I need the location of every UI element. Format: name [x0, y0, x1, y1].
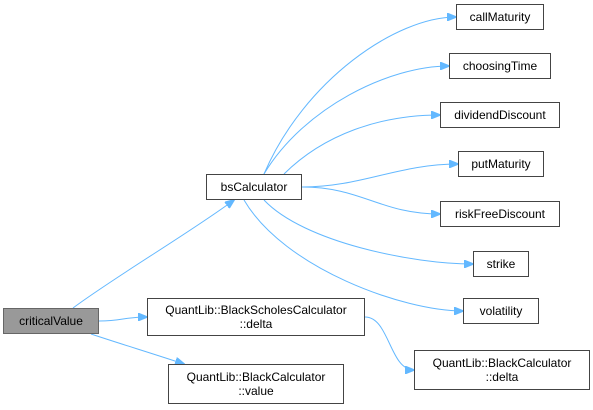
node-label: bsCalculator [220, 180, 288, 194]
node-label: riskFreeDiscount [454, 207, 546, 221]
node-label: choosingTime [462, 59, 538, 73]
node-volatility[interactable]: volatility [463, 298, 539, 324]
node-label-line2: ::value [238, 384, 274, 398]
node-label: putMaturity [471, 157, 531, 171]
edge-criticalValue-to-bsCalculator [72, 200, 234, 309]
node-strike[interactable]: strike [473, 251, 529, 277]
node-BlackScholesCalculator-delta[interactable]: QuantLib::BlackScholesCalculator ::delta [147, 298, 365, 336]
node-riskFreeDiscount[interactable]: riskFreeDiscount [440, 201, 560, 227]
node-label: criticalValue [19, 314, 83, 328]
edge-criticalValue-to-bcValue [90, 333, 184, 364]
node-BlackCalculator-value[interactable]: QuantLib::BlackCalculator ::value [168, 364, 344, 404]
node-label-line1: QuantLib::BlackScholesCalculator [165, 303, 347, 317]
edge-bsCalculator-to-strike [263, 199, 473, 264]
node-putMaturity[interactable]: putMaturity [458, 151, 544, 177]
edge-criticalValue-to-bsDelta [98, 317, 147, 322]
edge-bsDelta-to-bcDelta [364, 316, 414, 370]
edge-bsCalculator-to-choosingTime [263, 66, 449, 175]
node-criticalValue: criticalValue [3, 308, 99, 334]
node-label-line2: ::delta [239, 317, 273, 331]
node-dividendDiscount[interactable]: dividendDiscount [440, 102, 560, 128]
edge-bsCalculator-to-putMaturity [301, 164, 458, 188]
node-label-line1: QuantLib::BlackCalculator [432, 356, 572, 370]
node-label-line2: ::delta [485, 370, 519, 384]
node-BlackCalculator-delta[interactable]: QuantLib::BlackCalculator ::delta [414, 350, 590, 390]
edge-bsCalculator-to-volatility [243, 199, 463, 311]
edge-bsCalculator-to-riskFreeDiscount [301, 186, 440, 214]
node-label: dividendDiscount [454, 108, 546, 122]
node-label-line1: QuantLib::BlackCalculator [186, 370, 326, 384]
edge-bsCalculator-to-callMaturity [263, 17, 456, 175]
node-label: callMaturity [469, 10, 531, 24]
node-label: volatility [479, 304, 523, 318]
node-callMaturity[interactable]: callMaturity [456, 4, 544, 30]
edge-bsCalculator-to-dividendDiscount [283, 115, 440, 175]
node-label: strike [486, 257, 516, 271]
node-choosingTime[interactable]: choosingTime [449, 53, 551, 79]
node-bsCalculator[interactable]: bsCalculator [206, 174, 302, 200]
